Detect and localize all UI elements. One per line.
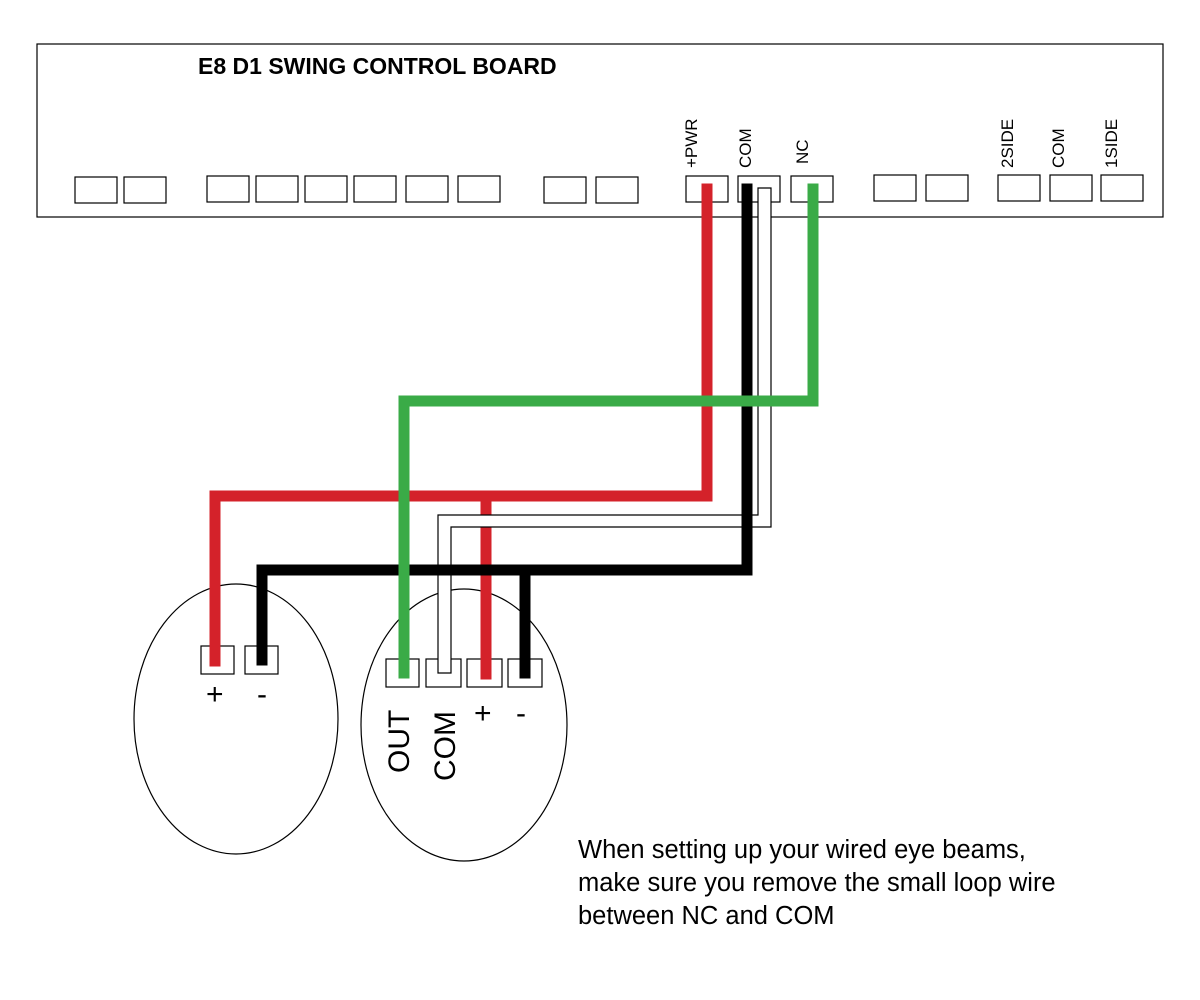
label-com: COM: [736, 128, 755, 168]
board-terminal: [74, 176, 118, 204]
receiver-minus-label: -: [516, 697, 526, 730]
board-terminal: [255, 175, 299, 203]
note-line: make sure you remove the small loop wire: [578, 869, 1056, 897]
terminal-com-2: [1049, 174, 1093, 202]
label-nc: NC: [793, 139, 812, 164]
board-terminals: [74, 174, 1144, 204]
green-wire-nc: [398, 183, 819, 679]
board-terminal: [595, 176, 639, 204]
board-terminal: [543, 176, 587, 204]
board-terminal: [123, 176, 167, 204]
transmitter-sensor: [133, 583, 339, 855]
receiver-out-label: OUT: [383, 710, 416, 773]
receiver-com-label: COM: [429, 711, 462, 781]
receiver-sensor: [360, 588, 568, 862]
label-com-2: COM: [1049, 128, 1068, 168]
label-2side: 2SIDE: [998, 119, 1017, 168]
board-terminal: [206, 175, 250, 203]
board-title: E8 D1 SWING CONTROL BOARD: [198, 53, 557, 79]
instruction-note: When setting up your wired eye beams, ma…: [578, 834, 1138, 933]
terminal-2side: [997, 174, 1041, 202]
note-line: When setting up your wired eye beams,: [578, 836, 1026, 864]
transmitter-plus-label: +: [206, 678, 224, 711]
receiver-plus-label: +: [474, 697, 492, 730]
note-line: between NC and COM: [578, 902, 835, 930]
board-terminal: [925, 174, 969, 202]
board-terminal: [304, 175, 348, 203]
white-wire-com: [437, 187, 772, 674]
label-1side: 1SIDE: [1102, 119, 1121, 168]
board-terminal: [457, 175, 501, 203]
board-terminal: [405, 175, 449, 203]
board-terminal: [873, 174, 917, 202]
terminal-1side: [1100, 174, 1144, 202]
black-wire-com: [256, 183, 753, 666]
board-terminal: [353, 175, 397, 203]
red-wire-power: [209, 183, 713, 667]
transmitter-minus-label: -: [257, 678, 267, 711]
label-pwr: +PWR: [682, 118, 701, 168]
